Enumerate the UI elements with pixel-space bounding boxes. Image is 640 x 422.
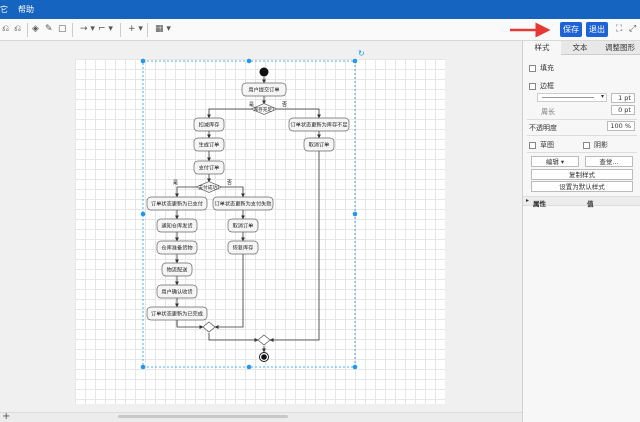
tab-arrange[interactable]: 调整图形 (599, 41, 640, 55)
set-default-style-button[interactable]: 设置为默认样式 (531, 181, 633, 192)
diagram-page[interactable] (75, 59, 445, 404)
flow-node-label: 支付订单 (199, 164, 220, 172)
flow-node-label: 扣减库存 (199, 121, 220, 129)
flow-node-label: 订单状态更新为已完成 (151, 310, 203, 318)
flow-node-restore[interactable]: 恢复库存 (227, 240, 259, 255)
flow-node-cancel2[interactable]: 取消订单 (227, 218, 259, 233)
insert-icon[interactable]: + ▾ (128, 24, 143, 34)
flow-node-label: 库存充足? (254, 106, 275, 113)
flow-node-set-fail[interactable]: 订单状态更新为支付失败 (212, 196, 274, 211)
flow-node-label: 用户提交订单 (248, 86, 279, 94)
toolbar: ⎌ ⎌ ◈ ✎ ▢ → ▾ ⌐ ▾ + ▾ ▦ ▾ 保存 退出 ⛶ ⤢ (0, 19, 640, 41)
flow-node-gen-order[interactable]: 生成订单 (193, 137, 225, 152)
canvas-area[interactable]: ↻ 用户提交订单库存充足?扣减库存订单状态更新为库存不足生成订单取消订单支付订单… (0, 41, 522, 422)
edge-label-no: 否 (227, 180, 232, 186)
flow-node-confirm[interactable]: 用户确认收货 (156, 284, 198, 299)
edge-label-yes: 是 (249, 102, 254, 108)
redo-icon[interactable]: ⎌ (14, 24, 22, 34)
flow-node-label: 订单状态更新为支付失败 (214, 200, 271, 208)
chevron-down-icon: ▾ (600, 93, 604, 100)
flow-node-stock-short[interactable]: 订单状态更新为库存不足 (288, 117, 350, 132)
flow-node-pay[interactable]: 支付订单 (193, 160, 225, 175)
flow-node-notify[interactable]: 通知仓库发货 (156, 218, 198, 233)
fill-checkbox[interactable] (529, 64, 536, 72)
shadow-row[interactable]: 阴影 (583, 140, 608, 150)
stroke-row[interactable]: 边框 (529, 81, 554, 91)
flow-node-label: 通知仓库发货 (161, 222, 192, 230)
flow-node-ship[interactable]: 物流配送 (161, 262, 193, 277)
tab-style[interactable]: 样式 (523, 41, 561, 55)
perimeter-input[interactable]: 0 pt (611, 105, 635, 115)
fill-label: 填充 (540, 64, 554, 72)
edit-style-button[interactable]: 编辑 ▾ (531, 156, 579, 167)
horizontal-scrollbar[interactable] (118, 415, 288, 418)
flow-node-label: 物流配送 (167, 266, 189, 274)
flow-node-set-paid[interactable]: 订单状态更新为已支付 (146, 196, 208, 211)
flow-node-submit[interactable]: 用户提交订单 (241, 82, 287, 97)
merge-diamond[interactable] (257, 334, 271, 346)
merge-diamond[interactable] (202, 321, 216, 333)
menu-item-partial[interactable]: 它 (0, 5, 8, 14)
flow-node-deduct[interactable]: 扣减库存 (193, 117, 225, 132)
property-header: 属性 (533, 200, 546, 208)
edge-label-yes: 是 (173, 180, 178, 186)
menu-help[interactable]: 帮助 (18, 5, 34, 14)
menu-bar: 它 帮助 (0, 0, 640, 19)
flow-node-label: 支付成功? (199, 184, 220, 191)
copy-style-button[interactable]: 复制样式 (531, 169, 633, 180)
fullscreen-icon[interactable]: ⛶ (616, 24, 623, 34)
shadow-checkbox[interactable] (583, 141, 590, 149)
save-button[interactable]: 保存 (560, 22, 582, 37)
waypoint-icon[interactable]: ⌐ ▾ (98, 24, 113, 34)
edge-label-no: 否 (282, 102, 287, 108)
opacity-input[interactable]: 100 % (607, 121, 635, 131)
table-icon[interactable]: ▦ ▾ (155, 24, 171, 34)
stroke-checkbox[interactable] (529, 82, 536, 90)
flowchart[interactable]: ↻ 用户提交订单库存充足?扣减库存订单状态更新为库存不足生成订单取消订单支付订单… (0, 41, 522, 422)
shadow-icon[interactable]: ▢ (58, 24, 67, 34)
line-color-icon[interactable]: ✎ (45, 24, 53, 34)
sketch-checkbox[interactable] (529, 141, 536, 149)
flow-node-label: 取消订单 (309, 141, 330, 149)
perimeter-label: 周长 (541, 108, 555, 116)
value-header: 值 (587, 200, 594, 208)
flow-node-complete[interactable]: 订单状态更新为已完成 (146, 306, 208, 321)
add-page-icon[interactable]: + (2, 411, 11, 422)
flow-node-label: 取消订单 (233, 222, 254, 230)
stroke-width-input[interactable]: 1 pt (611, 93, 635, 103)
opacity-label: 不透明度 (529, 124, 557, 132)
flow-node-label: 订单状态更新为库存不足 (290, 121, 347, 129)
flow-node-pay-ok[interactable]: 支付成功? (195, 181, 223, 193)
format-panel: 样式 文本 调整图形 填充 边框 ▾ 1 pt 周长 0 pt 不透明度 100… (522, 41, 640, 422)
shadow-label: 阴影 (594, 141, 608, 149)
sketch-row[interactable]: 草图 (529, 140, 554, 150)
flow-node-cancel1[interactable]: 取消订单 (303, 137, 335, 152)
fill-color-icon[interactable]: ◈ (32, 24, 39, 34)
flow-node-label: 用户确认收货 (161, 288, 192, 296)
flow-node-label: 恢复库存 (233, 244, 254, 252)
flow-node-stock-check[interactable]: 库存充足? (250, 103, 278, 115)
rotate-icon[interactable]: ↻ (358, 49, 365, 58)
stroke-label: 边框 (540, 82, 554, 90)
expand-icon[interactable]: ⤢ (629, 24, 637, 34)
fill-row[interactable]: 填充 (529, 63, 554, 73)
flow-node-pack[interactable]: 仓库准备货物 (156, 240, 198, 255)
sketch-label: 草图 (540, 141, 554, 149)
property-table-header: ▸ 属性 值 (523, 196, 640, 208)
flow-node-label: 生成订单 (199, 141, 220, 149)
line-style-select[interactable]: ▾ (537, 93, 607, 102)
tab-text[interactable]: 文本 (561, 41, 599, 55)
page-strip: + (0, 411, 522, 422)
lookup-style-button[interactable]: 查觉... (585, 156, 633, 167)
start-node[interactable] (259, 67, 269, 77)
connector-icon[interactable]: → ▾ (80, 24, 95, 34)
flow-node-label: 订单状态更新为已支付 (151, 200, 203, 208)
exit-button[interactable]: 退出 (586, 22, 608, 37)
flow-node-label: 仓库准备货物 (161, 244, 192, 252)
undo-icon[interactable]: ⎌ (2, 24, 10, 34)
